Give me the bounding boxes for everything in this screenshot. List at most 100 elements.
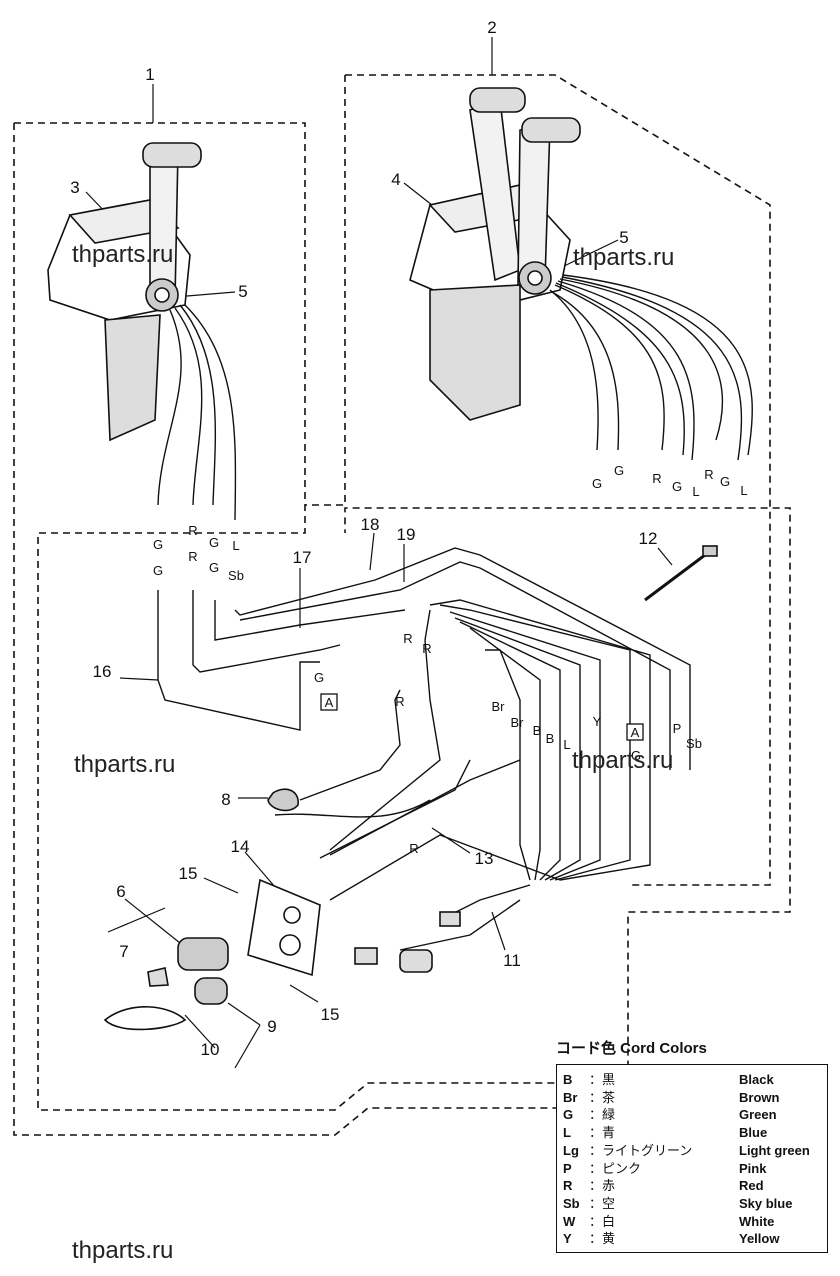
callout-12: 12: [639, 529, 658, 548]
single-lever-control: [47, 142, 202, 442]
wire-label: G: [720, 474, 730, 489]
legend-japanese: ：黄: [589, 1231, 616, 1247]
legend-row: B ：黒 Black: [563, 1071, 821, 1089]
wire-label: G: [592, 476, 602, 491]
dual-lever-control: [409, 87, 581, 421]
wire-label: P: [673, 721, 682, 736]
callout-11: 11: [503, 951, 521, 970]
wire-label: B: [546, 731, 555, 746]
callout-4: 4: [391, 170, 400, 189]
callout-15-bottom: 15: [321, 1005, 340, 1024]
legend-code: Lg: [563, 1142, 579, 1158]
watermark: thparts.ru: [74, 751, 175, 778]
wire-label: Y: [593, 714, 602, 729]
callout-5-right: 5: [619, 228, 628, 247]
connector-tag-a-left: A: [325, 695, 334, 710]
wire-label: Sb: [686, 736, 702, 751]
wire-label: G: [153, 537, 163, 552]
legend-japanese: ：黒: [589, 1072, 616, 1087]
watermark: thparts.ru: [72, 241, 173, 268]
legend-code: Sb: [563, 1195, 580, 1211]
legend-english: Blue: [739, 1125, 768, 1141]
wire-label: G: [314, 670, 324, 685]
wire-label: L: [232, 538, 239, 553]
legend-row: W ：白 White: [563, 1213, 821, 1231]
callout-17: 17: [293, 548, 312, 567]
wire-label: R: [188, 549, 197, 564]
legend-row: Br ：茶 Brown: [563, 1089, 821, 1107]
wire-label: L: [692, 484, 699, 499]
legend-english: Light green: [739, 1142, 810, 1158]
wire-label: G: [153, 563, 163, 578]
legend-japanese: ：ライトグリーン: [589, 1142, 693, 1158]
wire-label: R: [403, 631, 412, 646]
callout-5-left: 5: [238, 282, 247, 301]
callout-10: 10: [201, 1040, 220, 1059]
legend-english: Red: [739, 1178, 764, 1194]
wire-label: G: [631, 748, 641, 763]
wire-label: G: [672, 479, 682, 494]
callout-9: 9: [267, 1017, 276, 1036]
callout-6: 6: [116, 882, 125, 901]
switch-panel-parts: [103, 545, 718, 1031]
callout-18: 18: [361, 515, 380, 534]
legend-english: Pink: [739, 1160, 767, 1176]
legend-english: White: [739, 1213, 775, 1229]
callout-2: 2: [487, 18, 496, 37]
legend-japanese: ：茶: [589, 1089, 616, 1105]
wire-label: G: [209, 535, 219, 550]
legend-row: Lg ：ライトグリーン Light green: [563, 1142, 821, 1160]
legend-title: コード色 Cord Colors: [556, 1040, 707, 1057]
lever-wires: [157, 274, 753, 521]
legend-english: Black: [739, 1072, 774, 1087]
legend-code: Br: [563, 1089, 578, 1105]
legend-code: G: [563, 1107, 574, 1123]
legend-english: Brown: [739, 1089, 780, 1105]
wire-label: G: [614, 463, 624, 478]
legend-japanese: ：緑: [589, 1107, 616, 1123]
legend-english: Yellow: [739, 1231, 780, 1247]
callout-1: 1: [145, 65, 154, 84]
wire-label: R: [409, 841, 418, 856]
wire-label: R: [395, 694, 404, 709]
wire-label: R: [652, 471, 661, 486]
wire-label: L: [563, 737, 570, 752]
legend-code: B: [563, 1072, 573, 1087]
watermark: thparts.ru: [572, 747, 673, 774]
legend-code: W: [563, 1213, 576, 1229]
callout-3: 3: [70, 178, 79, 197]
legend-code: P: [563, 1160, 572, 1176]
connector-tag-a-right: A: [631, 725, 640, 740]
wire-label: R: [188, 523, 197, 538]
legend-japanese: ：青: [589, 1125, 616, 1141]
callout-16: 16: [93, 662, 112, 681]
wire-label: R: [704, 467, 713, 482]
callout-7: 7: [119, 942, 128, 961]
legend-english: Green: [739, 1107, 777, 1123]
watermark: thparts.ru: [573, 244, 674, 271]
legend-row: R ：赤 Red: [563, 1177, 821, 1195]
callout-8: 8: [221, 790, 230, 809]
leader-lines: [85, 37, 673, 1069]
wire-label: G: [209, 560, 219, 575]
callout-15-top: 15: [179, 864, 198, 883]
callout-14: 14: [231, 837, 250, 856]
wire-label: B: [533, 723, 542, 738]
callout-19: 19: [397, 525, 416, 544]
wire-label: Br: [511, 715, 525, 730]
legend-japanese: ：白: [589, 1213, 616, 1229]
legend-code: Y: [563, 1231, 572, 1247]
legend-code: R: [563, 1178, 573, 1194]
legend-row: G ：緑 Green: [563, 1106, 821, 1124]
legend-english: Sky blue: [739, 1195, 793, 1211]
wire-label: L: [740, 483, 747, 498]
callout-13: 13: [475, 849, 494, 868]
legend-japanese: ：赤: [589, 1178, 616, 1194]
wire-label: Br: [492, 699, 506, 714]
